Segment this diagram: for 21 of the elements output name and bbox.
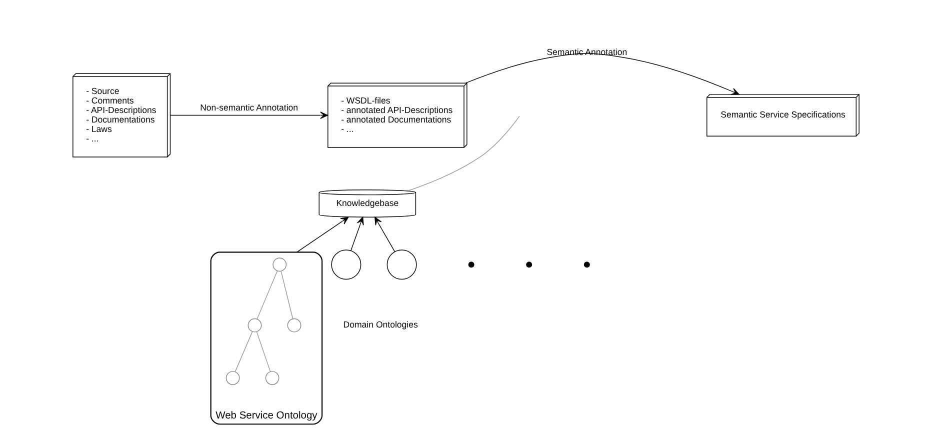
connector — [234, 331, 253, 372]
connector — [408, 116, 520, 191]
cluster: Web Service Ontology — [210, 252, 323, 425]
edge-label: Non-semantic Annotation — [200, 102, 298, 113]
node-circle — [226, 371, 240, 385]
node-circle — [331, 250, 362, 280]
node-circle — [272, 258, 287, 272]
node-circle — [265, 371, 280, 385]
edge-label: Semantic Annotation — [546, 46, 628, 57]
arrow — [296, 216, 349, 253]
node-circle — [386, 250, 417, 280]
connector — [280, 270, 294, 320]
arrow — [374, 216, 396, 252]
node-circle — [287, 318, 302, 332]
node-circle — [248, 318, 262, 332]
connector — [256, 270, 278, 320]
connector — [256, 331, 271, 372]
arrow — [465, 52, 740, 95]
arrow — [170, 112, 328, 119]
arrow — [350, 216, 364, 251]
label: Domain Ontologies — [343, 320, 418, 330]
